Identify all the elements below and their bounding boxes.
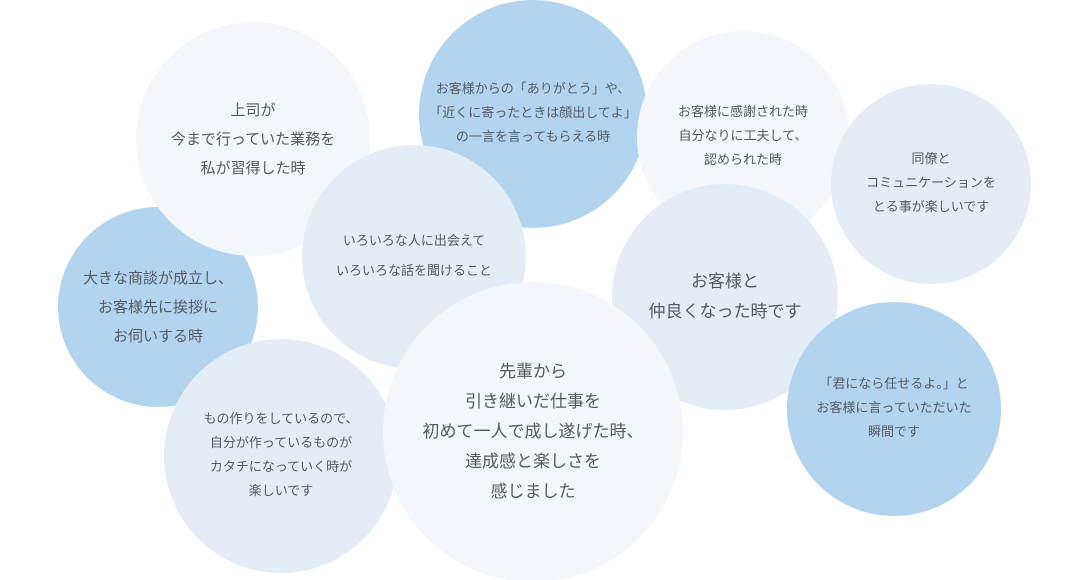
bubble-colleague-communication: 同僚と コミュニケーションを とる事が楽しいです bbox=[831, 84, 1031, 284]
bubble-text: 先輩から 引き継いだ仕事を 初めて一人で成し遂げた時、 達成感と楽しさを 感じま… bbox=[422, 362, 644, 502]
bubble-text: お客様に感謝された時 自分なりに工夫して、 認められた時 bbox=[677, 105, 808, 168]
bubble-text: 大きな商談が成立し、 お客様先に挨拶に お伺いする時 bbox=[82, 268, 233, 345]
bubble-text: 上司が 今まで行っていた業務を 私が習得した時 bbox=[170, 100, 336, 177]
bubble-text: お客様からの「ありがとう」や、 「近くに寄ったときは顔出してよ」 の一言を言って… bbox=[429, 82, 637, 145]
bubble-first-solo-achievement: 先輩から 引き継いだ仕事を 初めて一人で成し遂げた時、 達成感と楽しさを 感じま… bbox=[383, 282, 683, 580]
bubble-text: いろいろな人に出会えて いろいろな話を聞けること bbox=[335, 234, 492, 279]
bubble-text: もの作りをしているので、 自分が作っているものが カタチになっていく時が 楽しい… bbox=[203, 412, 359, 499]
bubble-text: お客様と 仲良くなった時です bbox=[648, 272, 802, 322]
bubble-making-things: もの作りをしているので、 自分が作っているものが カタチになっていく時が 楽しい… bbox=[164, 339, 398, 573]
bubble-text: 「君になら任せるよ。」と お客様に言っていただいた 瞬間です bbox=[816, 377, 972, 440]
bubble-entrusted: 「君になら任せるよ。」と お客様に言っていただいた 瞬間です bbox=[787, 302, 1001, 516]
bubble-text: 同僚と コミュニケーションを とる事が楽しいです bbox=[866, 152, 996, 215]
